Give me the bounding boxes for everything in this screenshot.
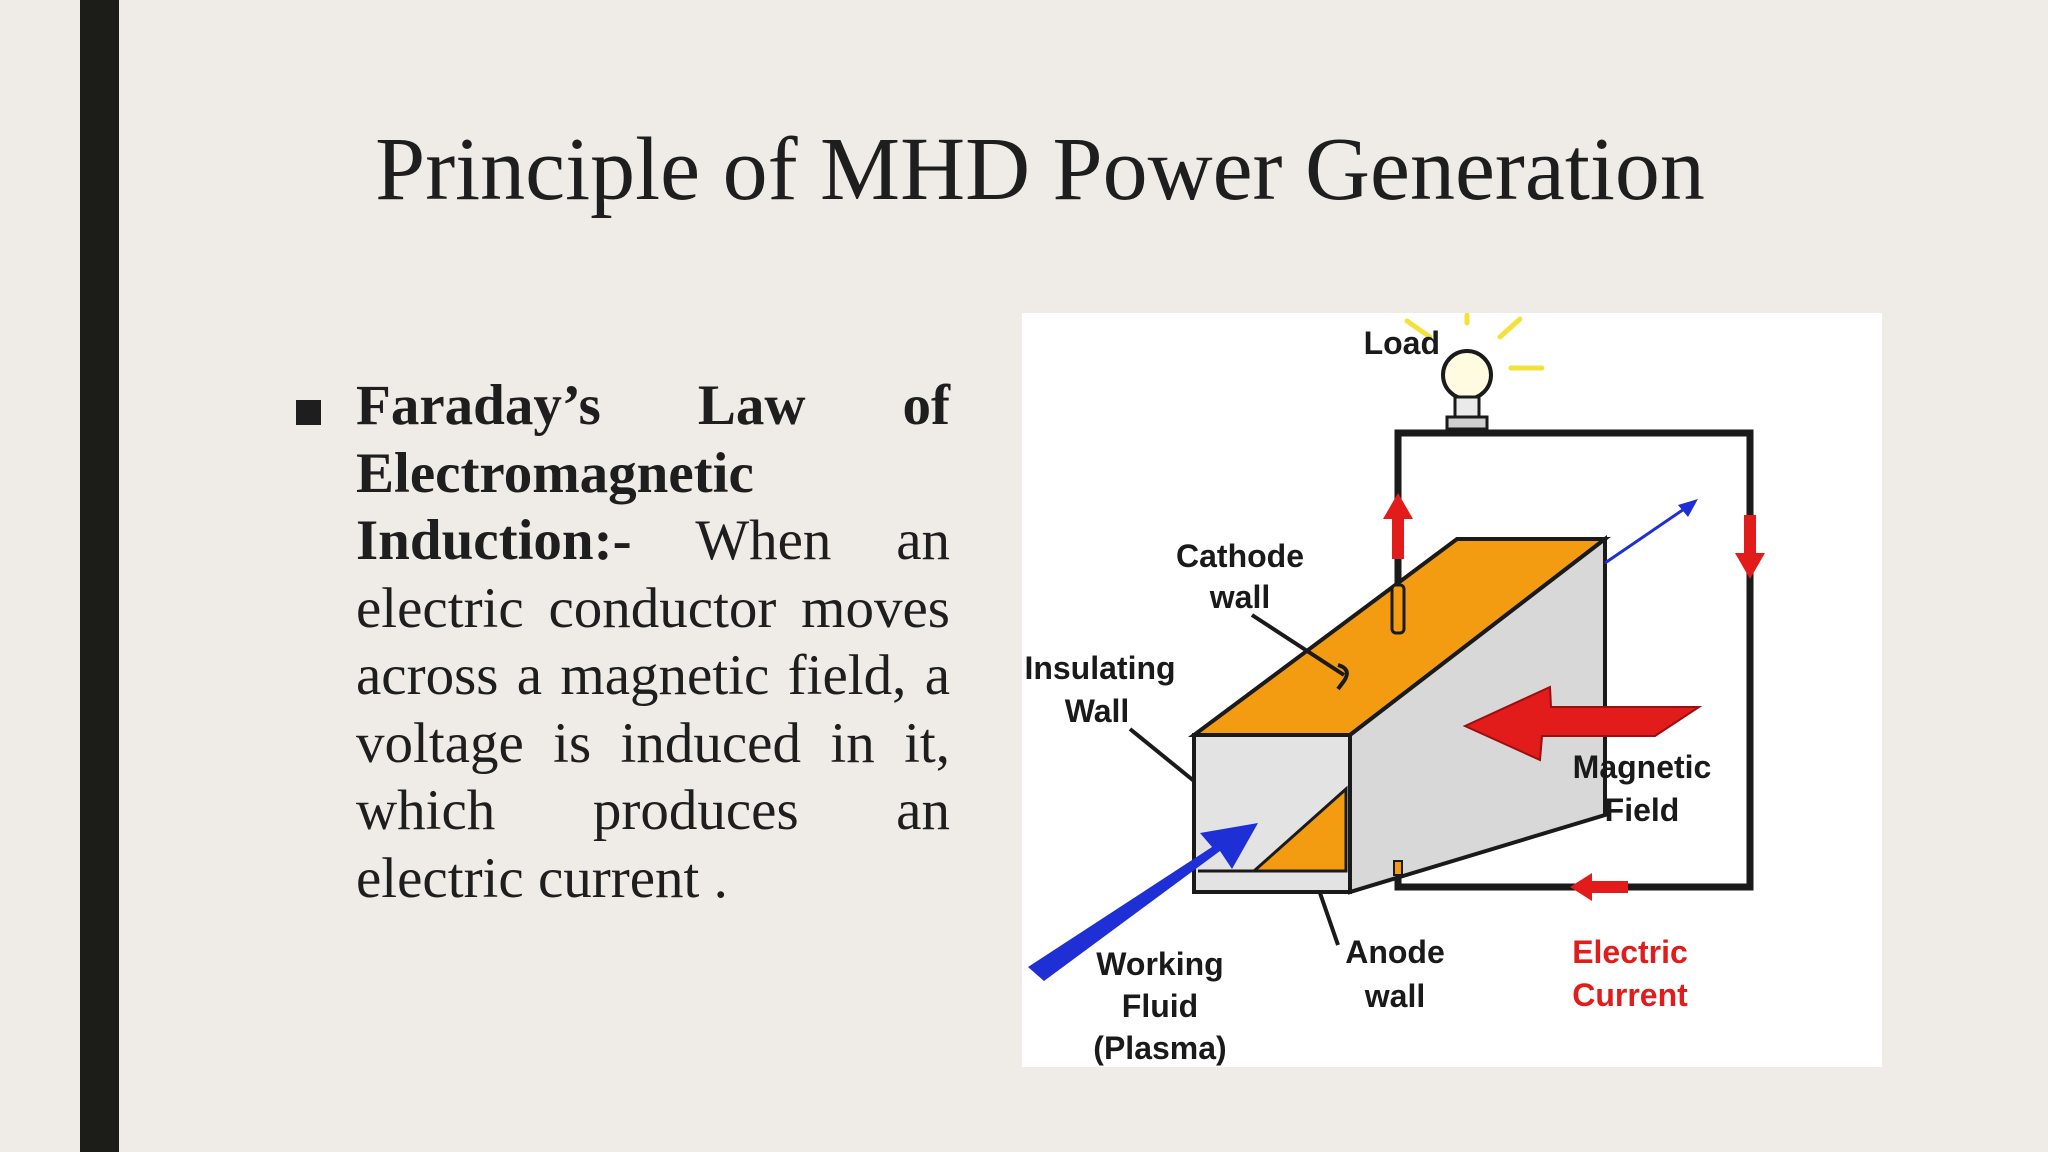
light-bulb-icon [1441, 349, 1493, 431]
label-cathode-line1: Cathode [1176, 538, 1304, 574]
bulb-rays-icon [1404, 313, 1545, 371]
label-insulating-line1: Insulating [1024, 650, 1175, 686]
cathode-terminal [1390, 583, 1406, 635]
label-load: Load [1364, 325, 1440, 361]
label-current-line1: Electric [1572, 934, 1688, 970]
current-arrow-down-icon [1735, 515, 1765, 579]
bullet-paragraph: Faraday’s Law of Electromagnetic Inducti… [356, 372, 950, 912]
magnetic-field-arrow-icon [1462, 685, 1703, 762]
bullet-body: When an electric conductor moves across … [356, 509, 950, 910]
label-cathode-line2: wall [1209, 579, 1270, 615]
slide-title: Principle of MHD Power Generation [375, 120, 1705, 219]
label-magnetic-line2: Field [1605, 792, 1680, 828]
label-working-line2: Fluid [1122, 988, 1198, 1024]
field-direction-arrow [1604, 499, 1698, 565]
current-arrow-left-icon [1570, 873, 1628, 901]
label-current-line2: Current [1572, 977, 1688, 1013]
anode-wall [1198, 785, 1348, 873]
label-magnetic-line1: Magnetic [1573, 749, 1712, 785]
accent-side-bar [80, 0, 119, 1152]
bullet-square-icon [296, 400, 321, 425]
label-insulating-line2: Wall [1065, 693, 1130, 729]
label-anode-line1: Anode [1345, 934, 1445, 970]
circuit-wire [1394, 429, 1754, 891]
leader-lines [1128, 613, 1349, 946]
current-arrow-up-icon [1383, 493, 1413, 559]
working-fluid-arrow-icon [1028, 823, 1258, 981]
label-anode-line2: wall [1364, 978, 1425, 1014]
bullet-item: Faraday’s Law of Electromagnetic Inducti… [290, 372, 950, 912]
mhd-diagram: Load Cathode wall Insulating Wall Magnet… [1022, 313, 1882, 1067]
anode-terminal [1393, 860, 1403, 876]
label-working-line3: (Plasma) [1093, 1030, 1226, 1066]
bullet-heading: Faraday’s Law of Electromagnetic Inducti… [356, 374, 950, 572]
label-working-line1: Working [1096, 946, 1223, 982]
